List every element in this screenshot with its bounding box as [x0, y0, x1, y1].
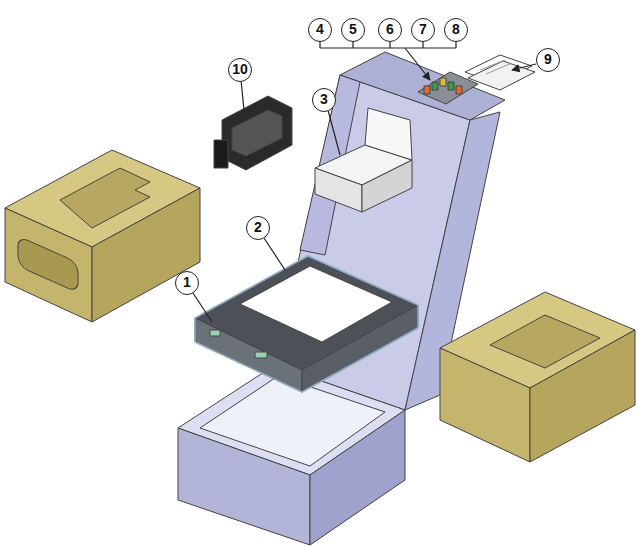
- box-tray: [178, 365, 405, 545]
- callout-number: 6: [378, 18, 402, 42]
- foam-insert-left: [5, 150, 200, 322]
- callout-number: 3: [312, 88, 336, 112]
- callout-number: 4: [308, 18, 332, 42]
- mounting-bracket: [214, 96, 292, 170]
- callout-number: 9: [536, 48, 560, 72]
- device-unit: [195, 256, 418, 392]
- documents: [465, 55, 535, 90]
- callout-number: 1: [175, 271, 199, 295]
- accessory-box: [315, 108, 412, 212]
- callout-number: 2: [246, 216, 270, 240]
- callout-number: 10: [228, 58, 252, 82]
- foam-insert-right: [440, 292, 635, 462]
- callout-number: 5: [341, 18, 365, 42]
- callout-number: 7: [411, 18, 435, 42]
- leader-lines: [193, 41, 536, 322]
- callout-number: 8: [444, 18, 468, 42]
